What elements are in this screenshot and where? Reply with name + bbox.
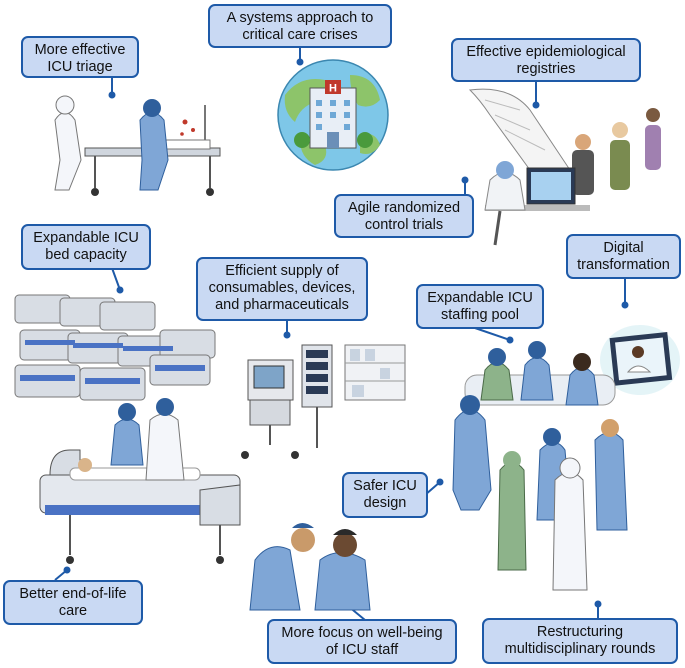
researcher-computer-illustration: [484, 161, 590, 246]
telemedicine-screen-illustration: [600, 325, 680, 395]
label-bed-capacity: Expandable ICU bed capacity: [21, 224, 151, 270]
registry-queue-illustration: [468, 88, 661, 195]
end-of-life-bed-illustration: [39, 398, 241, 564]
label-epidemiological-registries: Effective epidemiological registries: [451, 38, 641, 82]
hospital-sign: H: [329, 83, 337, 95]
supply-equipment-illustration: [241, 344, 406, 459]
label-staff-wellbeing: More focus on well-being of ICU staff: [267, 619, 457, 664]
staff-wellbeing-illustration: [249, 523, 371, 611]
label-digital-transformation: Digital transformation: [566, 234, 681, 279]
bed-mattress-stripes: [20, 340, 205, 384]
label-multidisciplinary-rounds: Restructuring multidisciplinary rounds: [482, 618, 678, 664]
label-end-of-life: Better end-of-life care: [3, 580, 143, 625]
queue-people: [572, 108, 661, 195]
label-safer-icu-design: Safer ICU design: [342, 472, 428, 518]
triage-stretcher-illustration: [54, 95, 221, 196]
label-systems-approach: A systems approach to critical care cris…: [208, 4, 392, 48]
label-icu-triage: More effective ICU triage: [21, 36, 139, 78]
label-efficient-supply: Efficient supply of consumables, devices…: [196, 257, 368, 321]
staffing-team-illustration: [452, 341, 628, 591]
label-randomized-trials: Agile randomized control trials: [334, 194, 474, 238]
label-staffing-pool: Expandable ICU staffing pool: [416, 284, 544, 329]
globe-hospital-illustration: H: [277, 59, 389, 171]
